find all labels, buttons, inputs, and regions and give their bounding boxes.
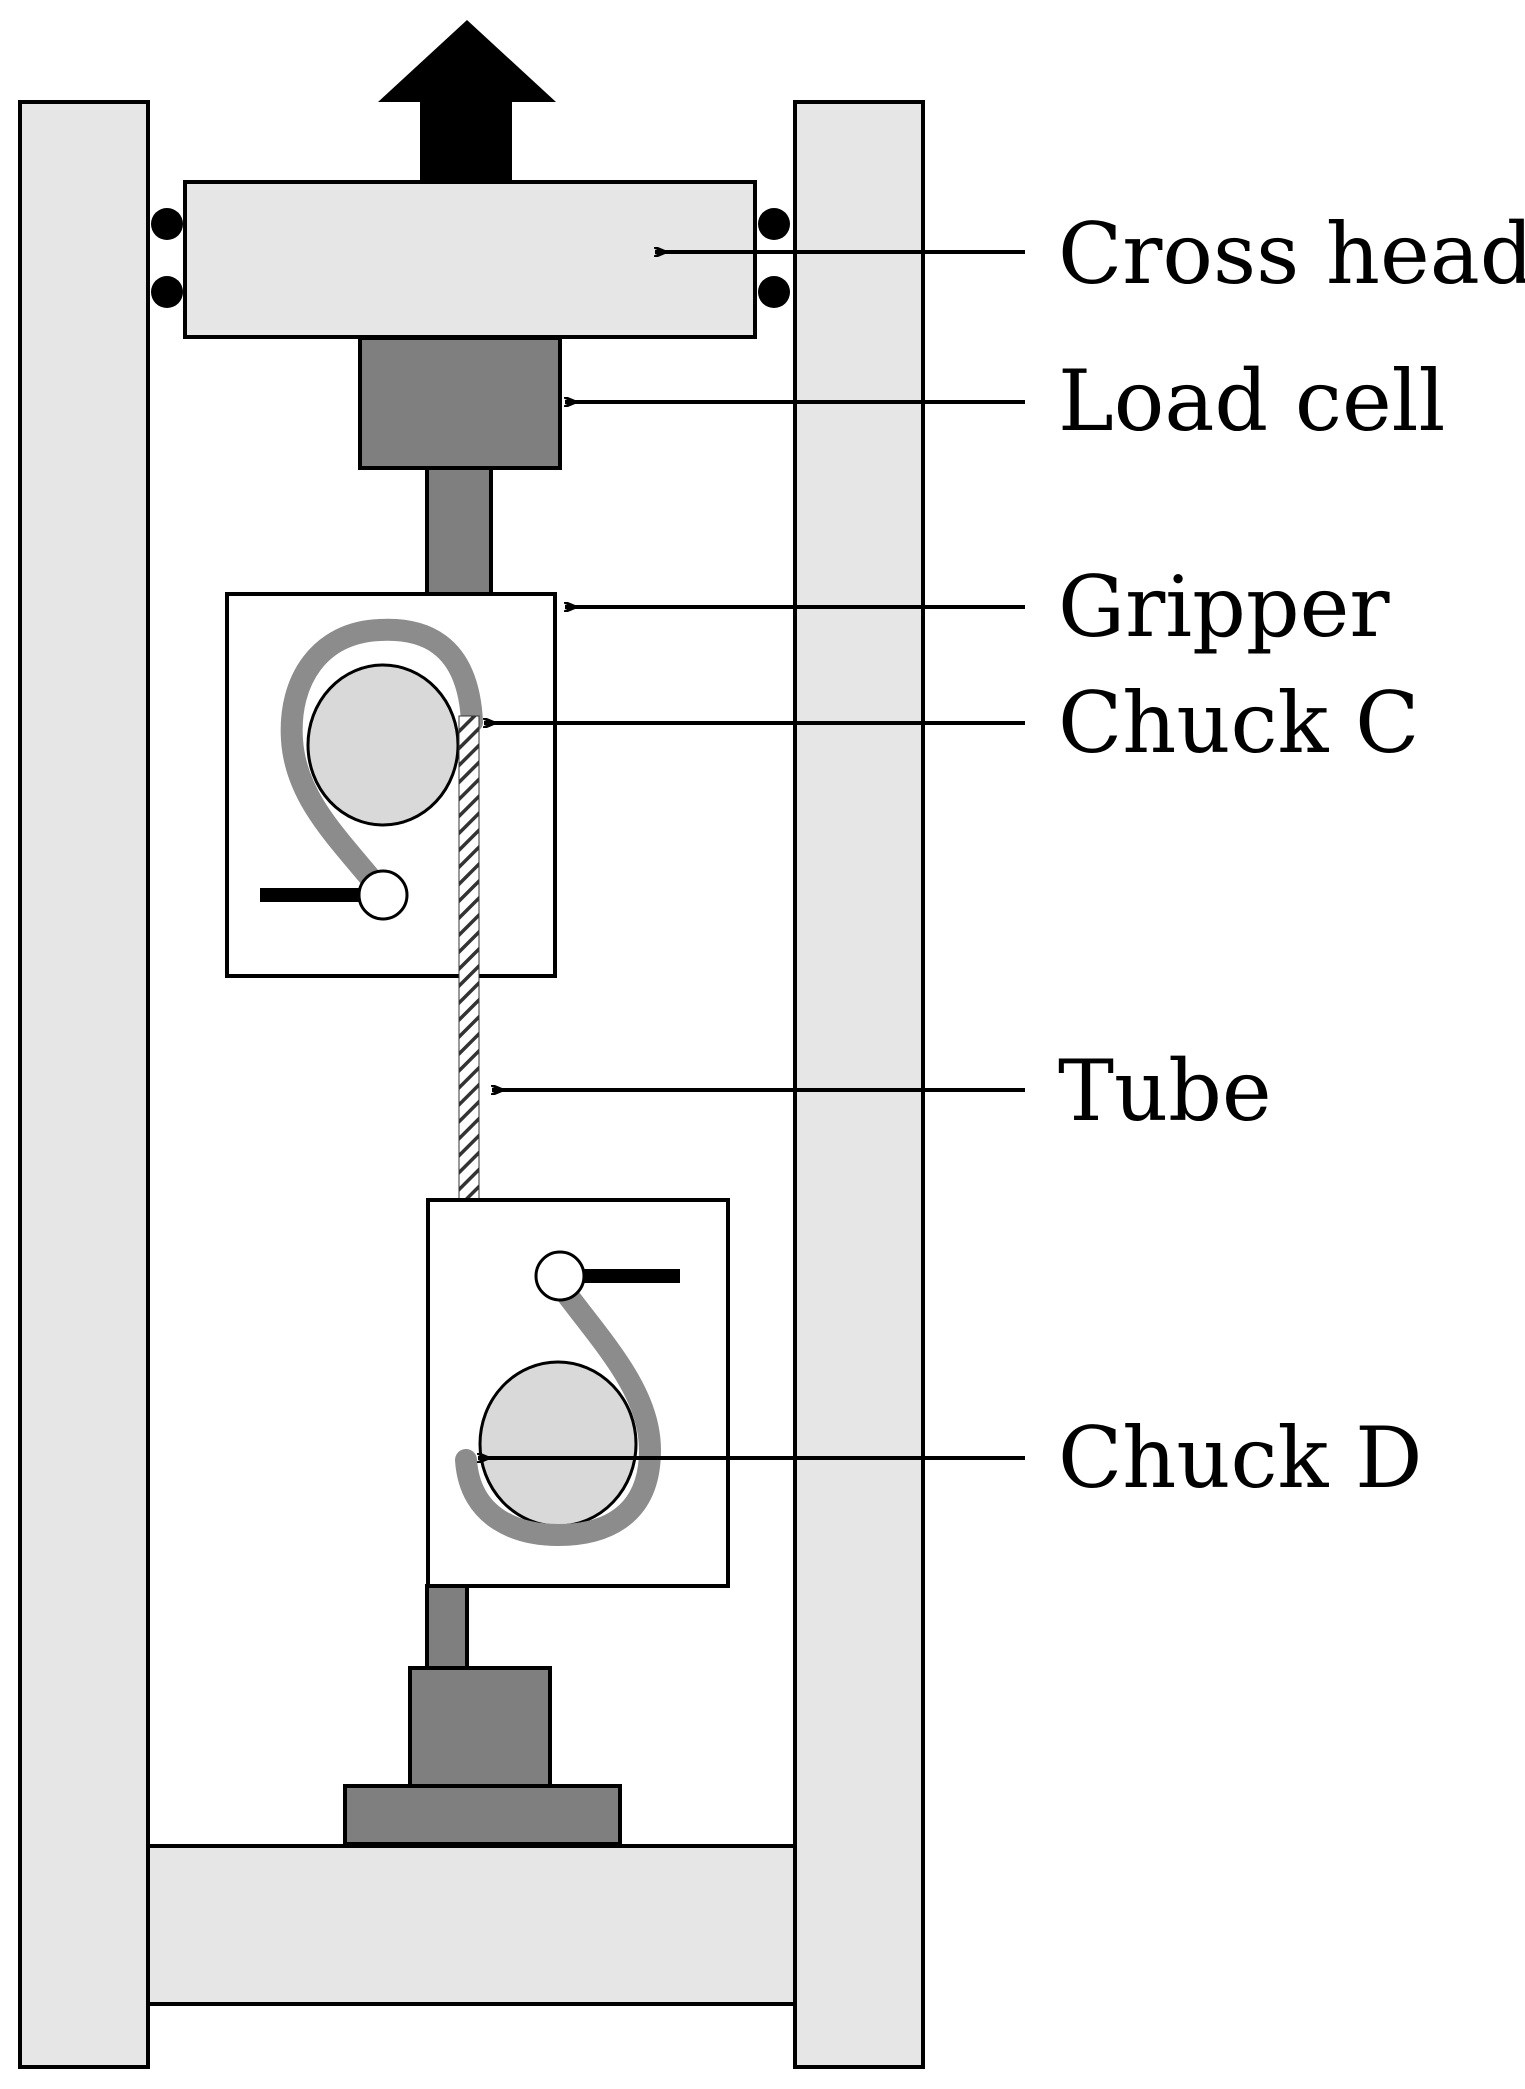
base-block [408,1666,552,1788]
chuck-d [478,1360,638,1528]
roller-icon [151,276,183,308]
chuck-c-wrap [280,618,483,903]
load-cell [358,336,562,470]
roller-icon [151,208,183,240]
upper-rod [425,466,493,596]
left-column [18,100,150,2069]
base-beam [146,1844,797,2006]
roller-icon [758,208,790,240]
pull-direction-arrow-icon [378,20,556,183]
right-column [793,100,925,2069]
lower-rod [425,1584,469,1670]
cross-head [183,180,757,339]
label-load-cell: Load cell [1058,352,1445,450]
chuck-c [306,663,460,827]
roller-icon [758,276,790,308]
chuck-d-pin [534,1250,586,1302]
label-chuck-c: Chuck C [1058,674,1419,772]
label-cross-head: Cross head [1058,205,1525,303]
label-tube: Tube [1058,1042,1272,1140]
chuck-d-wrap [455,1274,662,1547]
label-gripper: Gripper [1058,558,1390,656]
base-plate [343,1784,622,1846]
chuck-c-pin [357,869,409,921]
label-chuck-d: Chuck D [1058,1409,1422,1507]
